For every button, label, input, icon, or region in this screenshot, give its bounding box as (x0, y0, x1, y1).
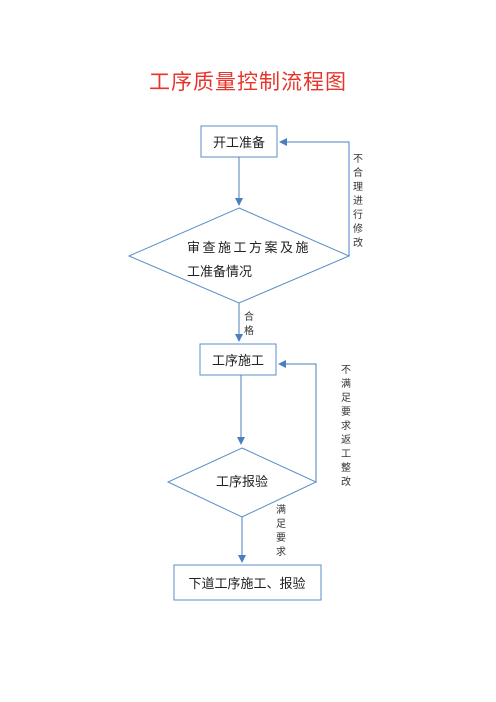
start-box (200, 125, 278, 158)
edge-label-unsatisfied-8: 改 (341, 475, 351, 488)
next-label: 下道工序施工、报验 (188, 576, 305, 592)
page-title: 工序质量控制流程图 (149, 70, 347, 94)
edge-label-qualified-0: 合 (244, 310, 254, 323)
edge-label-unreasonable-6: 改 (353, 236, 363, 249)
review-label-line2: 工准备情况 (187, 264, 252, 280)
edge-label-unsatisfied-0: 不 (341, 365, 351, 376)
edge-label-unsatisfied-7: 整 (341, 461, 351, 474)
edge-label-qualified-1: 格 (244, 324, 254, 337)
edge-label-unsatisfied-1: 满 (341, 378, 351, 390)
edge-label-satisfied-0: 满 (276, 504, 286, 516)
arrow-inspect-back-to-process (278, 360, 317, 482)
process-label: 工序施工 (212, 354, 264, 369)
edge-label-unreasonable-3: 进 (353, 195, 363, 207)
edge-label-unreasonable-0: 不 (353, 154, 363, 165)
arrow-review-back-to-start (279, 138, 350, 256)
next-box (173, 564, 322, 601)
edge-label-unsatisfied-5: 返 (341, 434, 351, 446)
edge-label-satisfied-2: 要 (276, 532, 286, 544)
edge-label-unsatisfied-3: 要 (341, 406, 351, 418)
edge-label-unsatisfied-6: 工 (341, 449, 351, 460)
edge-label-unreasonable-2: 理 (353, 181, 363, 193)
inspect-label: 工序报验 (216, 474, 268, 490)
process-box (199, 343, 277, 376)
edge-label-satisfied-3: 求 (276, 546, 286, 558)
edge-label-unreasonable-4: 行 (353, 208, 363, 221)
edge-label-unreasonable-1: 合 (353, 166, 363, 179)
edge-label-unreasonable-5: 修 (353, 222, 363, 235)
edge-label-satisfied-1: 足 (276, 518, 286, 530)
review-label-line1: 审查施工方案及施 (187, 240, 311, 256)
edge-label-unsatisfied-4: 求 (341, 420, 351, 432)
start-label: 开工准备 (213, 135, 265, 151)
edge-label-unsatisfied-2: 足 (341, 392, 351, 404)
